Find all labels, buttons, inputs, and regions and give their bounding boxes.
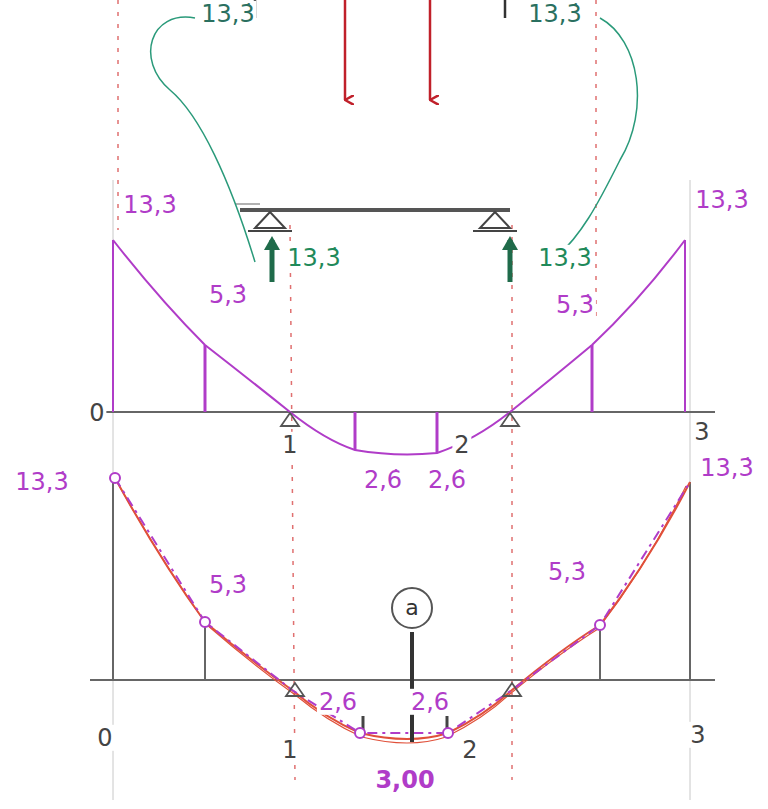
value-label: 3	[692, 419, 711, 445]
value-label: 3,00	[373, 767, 436, 793]
value-label: 2,6	[409, 689, 451, 715]
circled-label: a	[391, 587, 433, 629]
value-label: 13,3̇	[121, 192, 178, 218]
value-label: 13,3̇	[199, 1, 256, 27]
value-label: 2,6̇	[426, 467, 468, 493]
value-label: 5,3̇	[546, 559, 588, 585]
value-label: 0	[87, 400, 106, 426]
value-label: 2,6	[317, 689, 359, 715]
circle-text: a	[405, 597, 418, 619]
value-label: 5,3̇	[207, 572, 249, 598]
value-label: 1	[280, 737, 299, 763]
value-label: 0	[95, 725, 114, 751]
value-label: 13,3̇	[13, 469, 70, 495]
value-label: 2	[452, 432, 471, 458]
value-label: 2,6̇	[362, 467, 404, 493]
value-label: 5,3̇	[554, 292, 596, 318]
value-label: 5,3̇	[207, 282, 249, 308]
value-label: 13,3̇	[698, 455, 755, 481]
value-label: 2	[460, 737, 479, 763]
value-label: 13,3̇	[693, 187, 750, 213]
value-label: 13,3̇	[536, 245, 593, 271]
value-label: 3	[688, 722, 707, 748]
value-label: 13,3̇	[285, 245, 342, 271]
value-label: 1	[280, 432, 299, 458]
value-label: 13,3̇	[526, 1, 583, 27]
